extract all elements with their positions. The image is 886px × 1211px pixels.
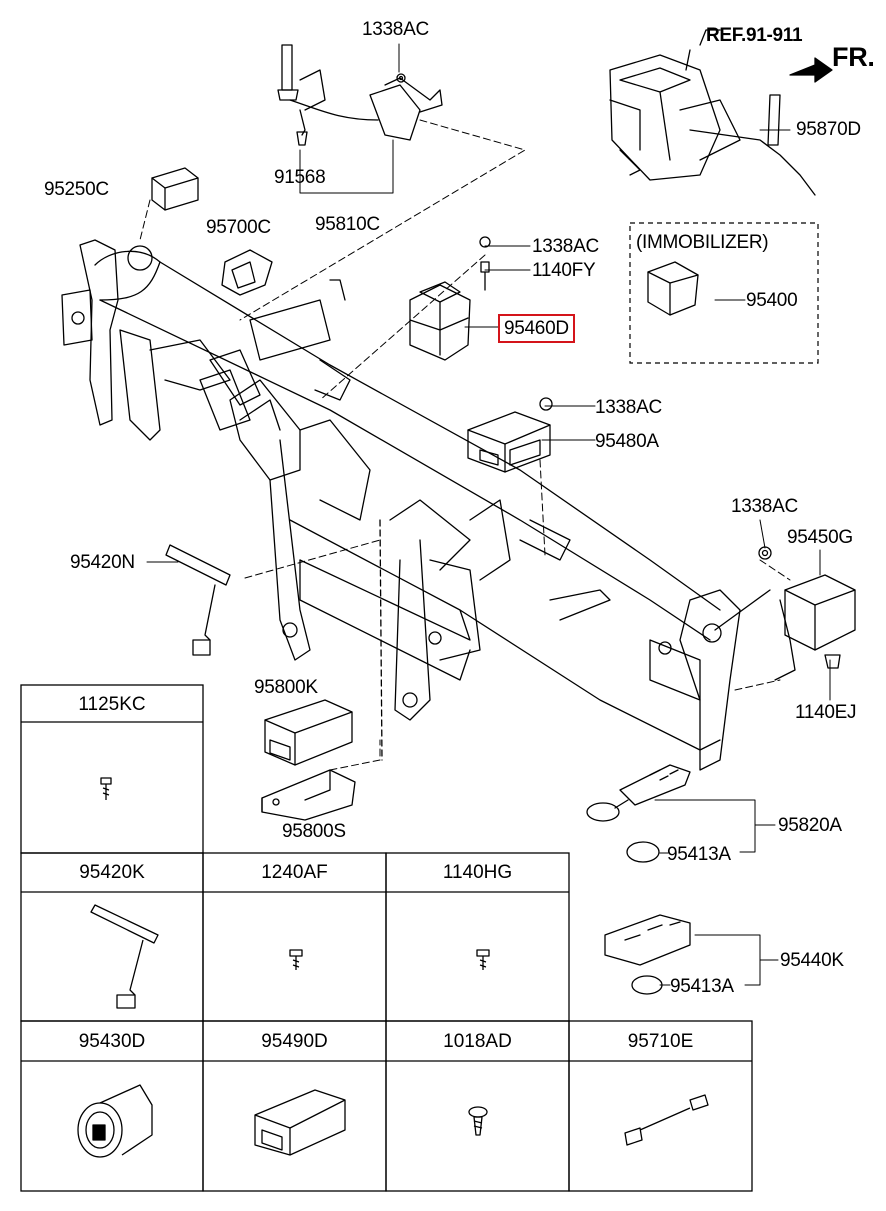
table-header-95710e: 95710E: [627, 1031, 694, 1052]
part-95450g: [758, 546, 856, 681]
callout-1338ac-far-right: 1338AC: [731, 496, 798, 517]
cell-1018ad-art: [468, 1106, 488, 1136]
callout-91568: 91568: [274, 167, 326, 188]
table-header-95420k: 95420K: [79, 862, 145, 883]
table-header-95490d: 95490D: [261, 1031, 328, 1052]
callout-1140fy: 1140FY: [532, 260, 596, 281]
table-header-95430d: 95430D: [78, 1031, 146, 1052]
table-header-1240af: 1240AF: [261, 862, 328, 883]
cell-95430d-art: [77, 1084, 153, 1158]
fr-arrow-shape: [789, 57, 833, 83]
callout-95800s: 95800S: [282, 821, 346, 842]
callout-95800k: 95800K: [254, 677, 318, 698]
callout-1140ej: 1140EJ: [795, 702, 857, 723]
cell-1240af-art: [289, 949, 303, 970]
table-header-1140hg: 1140HG: [442, 862, 513, 883]
part-95700c: [221, 249, 273, 296]
part-95460d: [409, 236, 491, 361]
parts-table-grid: [20, 684, 753, 1192]
cowl-crossbar-assembly: [61, 239, 771, 771]
callout-95450g: 95450G: [787, 527, 853, 548]
part-95400: [647, 261, 699, 316]
cell-1140hg-art: [476, 949, 490, 970]
callout-95700c: 95700C: [206, 217, 271, 238]
part-95420n: [165, 544, 231, 656]
table-header-1018ad: 1018AD: [443, 1031, 512, 1052]
callout-95250c: 95250C: [44, 179, 109, 200]
callout-95810c: 95810C: [315, 214, 380, 235]
cell-95710e-art: [624, 1094, 709, 1146]
callout-95400: 95400: [746, 290, 798, 311]
callout-95440k: 95440K: [780, 950, 844, 971]
cell-1125kc-art: [100, 777, 112, 800]
fr-direction-label: FR.: [832, 42, 875, 72]
part-95250c: [151, 167, 199, 211]
table-header-1125kc: 1125KC: [78, 694, 146, 715]
immobilizer-box: [629, 222, 819, 364]
part-95800s: [261, 769, 356, 821]
part-95480a: [467, 397, 553, 473]
callout-95820a: 95820A: [778, 815, 842, 836]
callout-1338ac-right: 1338AC: [595, 397, 662, 418]
immobilizer-title: (IMMOBILIZER): [636, 232, 769, 253]
part-95820a: [586, 764, 691, 822]
ref-label: REF.91-911: [706, 25, 803, 46]
callout-1338ac-top: 1338AC: [362, 19, 429, 40]
callout-95413a-1: 95413A: [667, 844, 731, 865]
part-95800k: [264, 699, 353, 766]
part-95413a-coin-1: [626, 841, 660, 863]
cell-95490d-art: [254, 1089, 346, 1156]
callout-95480a: 95480A: [595, 431, 659, 452]
part-95440k: [604, 914, 691, 966]
callout-95420n: 95420N: [70, 552, 135, 573]
callout-1338ac-mid: 1338AC: [532, 236, 599, 257]
ref-91-911-module: [609, 29, 816, 196]
part-95810c: [277, 44, 443, 146]
cell-95420k-art: [90, 904, 159, 1009]
part-95413a-coin-2: [631, 975, 663, 995]
callout-95870d: 95870D: [796, 119, 861, 140]
callout-95460d-highlighted[interactable]: 95460D: [498, 314, 575, 343]
callout-95413a-2: 95413A: [670, 976, 734, 997]
